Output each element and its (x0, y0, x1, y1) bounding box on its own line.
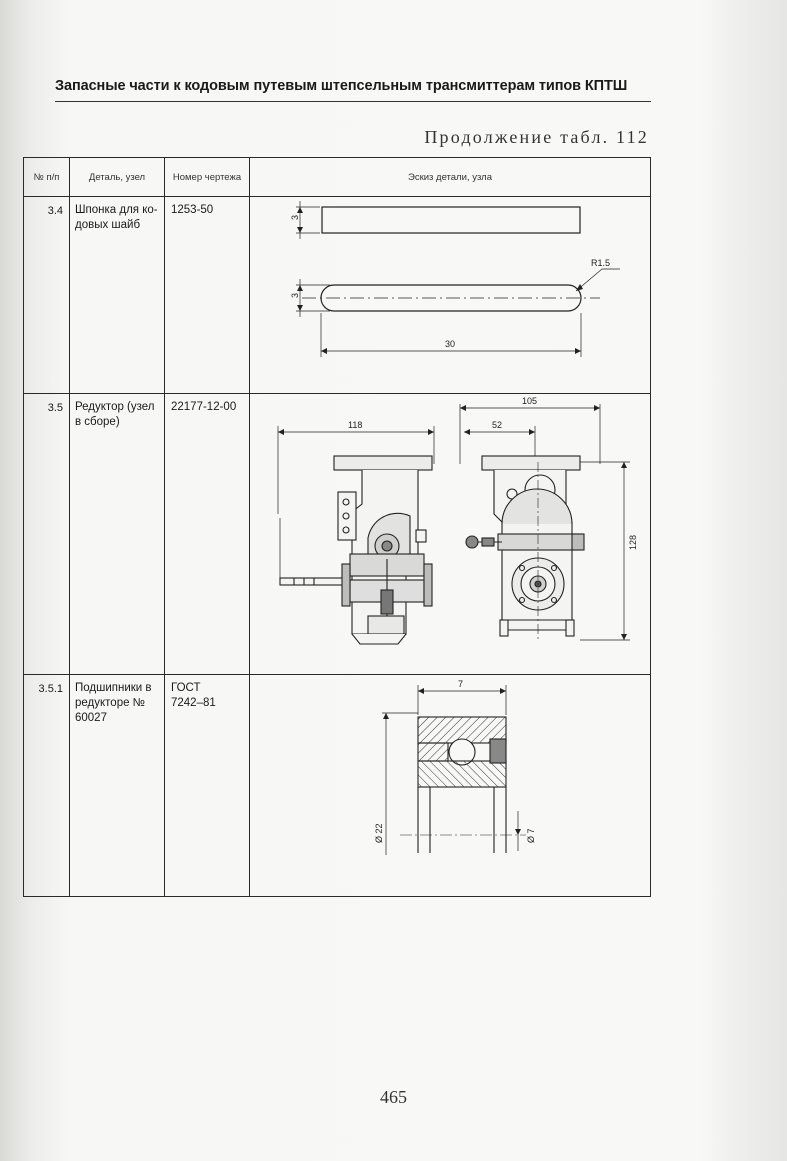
bearing-drawing: 7 Ø 22 Ø 7 (374, 679, 536, 855)
table-row: 3.5.1 Подшипники в редукторе № 60027 ГОС… (23, 673, 651, 898)
page-number: 465 (380, 1087, 407, 1107)
part-name: Редуктор (узел в сборе) (69, 393, 165, 675)
part-name: Шпонка для ко- довых шайб (69, 195, 165, 395)
drawing-number: ГОСТ 7242–81 (164, 673, 250, 898)
drawing-number: 22177-12-00 (164, 393, 250, 675)
sketch-reducer: 105 118 52 128 (249, 393, 651, 675)
header-rule (55, 101, 651, 102)
dim-outer-diameter: Ø 22 (374, 823, 384, 843)
dim-length: 30 (445, 339, 455, 349)
table-header-row: № п/п Деталь, узел Номер чертежа Эскиз д… (23, 157, 651, 197)
part-name: Подшипники в редукторе № 60027 (69, 673, 165, 898)
table-continuation-label: Продолжение табл. 112 (424, 127, 649, 147)
row-number: 3.5.1 (23, 673, 70, 898)
row-number: 3.5 (23, 393, 70, 675)
key-drawing: 3 3 R1.5 30 (290, 201, 620, 357)
dim-total-width: 105 (522, 396, 537, 406)
sketch-key: 3 3 R1.5 30 (249, 195, 651, 395)
dim-radius: R1.5 (591, 258, 610, 268)
column-header-drawing: Номер чертежа (164, 157, 250, 197)
column-header-part: Деталь, узел (69, 157, 165, 197)
table-row: 3.4 Шпонка для ко- довых шайб 1253-50 (23, 195, 651, 395)
dim-height: 128 (628, 535, 638, 550)
dim-inner-width: 52 (492, 420, 502, 430)
table-row: 3.5 Редуктор (узел в сборе) 22177-12-00 (23, 393, 651, 675)
dim-inner-diameter: Ø 7 (526, 828, 536, 843)
row-number: 3.4 (23, 195, 70, 395)
reducer-assembly-drawing: 105 118 52 128 (277, 396, 638, 645)
spare-parts-table: № п/п Деталь, узел Номер чертежа Эскиз д… (23, 157, 651, 898)
sketch-bearing: 7 Ø 22 Ø 7 (249, 673, 651, 898)
column-header-number: № п/п (23, 157, 70, 197)
dim-thickness-top: 3 (290, 215, 300, 220)
dim-bearing-width: 7 (458, 679, 463, 689)
dim-left-width: 118 (348, 420, 362, 430)
dim-thickness-bottom: 3 (290, 293, 300, 298)
drawing-number: 1253-50 (164, 195, 250, 395)
column-header-sketch: Эскиз детали, узла (249, 157, 651, 197)
running-head: Запасные части к кодовым путевым штепсел… (55, 78, 628, 94)
